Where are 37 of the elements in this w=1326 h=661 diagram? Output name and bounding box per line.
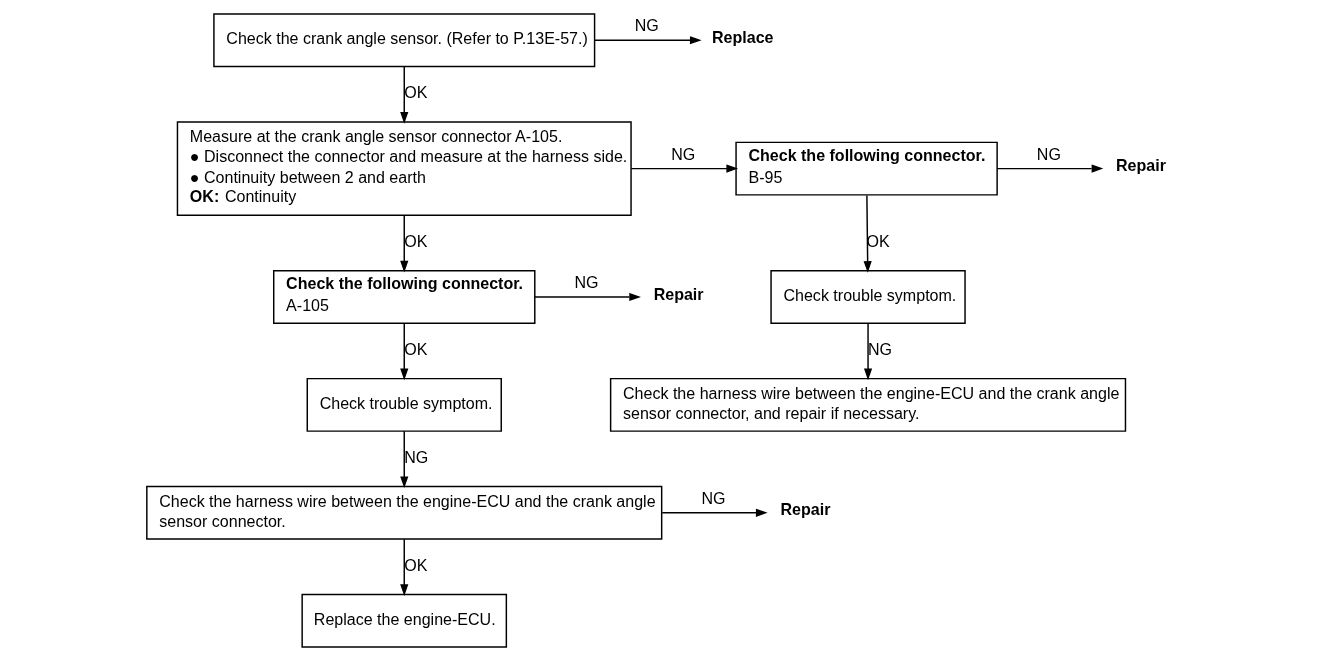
- node-box: Check the following connector. B-95: [734, 141, 998, 196]
- node-box: Check the harness wire between the engine-ECU and the crank angle sensor connector, and repair if necessary.: [609, 377, 1126, 432]
- edge-label: NG: [634, 16, 659, 35]
- arrow: [399, 214, 408, 273]
- arrow: [399, 538, 408, 597]
- node-box: Measure at the crank angle sensor connector A-105. ● Disconnect the connector and measure at the harness side. ● Continuity between 2 and earth OK: Continuity: [176, 121, 632, 216]
- arrow: [399, 430, 408, 489]
- node-text: Repair: [653, 284, 704, 303]
- arrow: [661, 508, 768, 517]
- edge-label: NG: [1036, 144, 1061, 163]
- arrow: [863, 194, 872, 273]
- node-box: Check trouble symptom.: [769, 269, 966, 324]
- edge-label: OK: [866, 232, 890, 251]
- edge-label: NG: [403, 447, 428, 466]
- arrow: [399, 322, 408, 381]
- node-box: Check the crank angle sensor. (Refer to P.13E-57.): [212, 13, 595, 68]
- node-box: Check trouble symptom.: [306, 377, 502, 432]
- edge-label: OK: [403, 232, 427, 251]
- edge-label: OK: [403, 555, 427, 574]
- arrow: [593, 36, 702, 45]
- node-box: Check the harness wire between the engine-ECU and the crank angle sensor connector.: [145, 485, 662, 540]
- node-box: Check the following connector. A-105: [272, 269, 535, 324]
- arrow: [996, 164, 1103, 173]
- arrow: [630, 164, 738, 173]
- node-box: Replace the engine-ECU.: [300, 593, 507, 648]
- arrow: [399, 66, 408, 124]
- edge-label: NG: [574, 272, 599, 291]
- edge-label: NG: [670, 144, 695, 163]
- node-text: Repair: [1115, 156, 1166, 175]
- arrow: [863, 322, 872, 381]
- edge-label: NG: [867, 340, 892, 358]
- arrow: [533, 292, 641, 302]
- edge-label: OK: [403, 83, 427, 102]
- edge-label: OK: [403, 340, 427, 358]
- node-text: Replace: [711, 27, 773, 46]
- edge-label: NG: [700, 488, 725, 507]
- node-text: Repair: [780, 500, 830, 519]
